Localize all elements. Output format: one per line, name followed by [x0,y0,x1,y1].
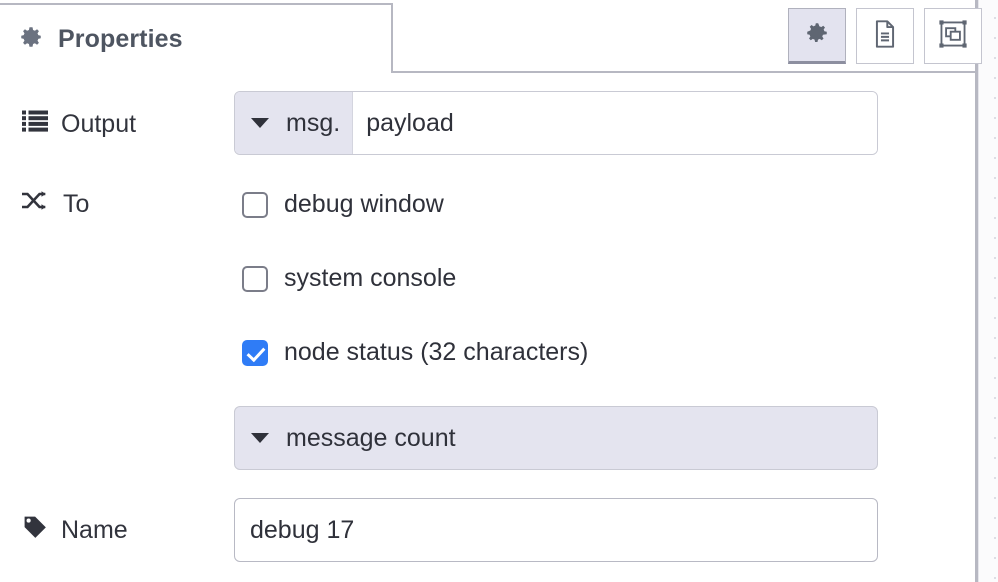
to-label: To [21,189,90,220]
checkbox-debug-window-label: debug window [284,190,444,218]
appearance-button[interactable] [924,8,982,64]
output-type-label: msg. [286,108,341,137]
tab-bar-underline [393,71,975,73]
checkbox-system-console[interactable]: system console [242,264,456,293]
checkbox-system-console-label: system console [284,264,457,292]
status-type-label: message count [286,423,456,452]
chevron-down-icon [251,433,269,443]
tab-properties[interactable]: Properties [0,3,393,73]
tag-icon [22,514,48,547]
output-typed-input: msg. payload [234,91,878,155]
status-type-select[interactable]: message count [234,406,878,470]
tab-bar: Properties [0,0,982,74]
tab-label: Properties [58,24,183,53]
checkbox-node-status-box[interactable] [242,339,268,366]
output-type-select[interactable]: msg. [235,92,354,154]
output-label: Output [22,110,136,139]
gear-icon [18,24,44,55]
gear-icon [804,20,830,51]
output-property-input[interactable]: payload [353,92,877,154]
checkbox-node-status[interactable]: node status (32 characters) [242,338,588,367]
tab-button-group [788,8,982,64]
to-label-text: To [63,190,90,218]
name-field: debug 17 [234,498,878,562]
checkbox-node-status-label: node status (32 characters) [284,338,589,366]
output-field: msg. payload [234,91,878,155]
name-label: Name [22,514,128,547]
panel-right-edge [975,0,978,582]
panel-right-edge-inner [978,0,979,582]
appearance-icon [938,19,968,54]
status-type-field: message count [234,406,878,470]
name-input[interactable]: debug 17 [234,498,878,562]
description-button[interactable] [856,8,914,64]
chevron-down-icon [251,118,269,128]
output-label-text: Output [61,110,137,138]
checkbox-system-console-box[interactable] [242,265,268,292]
shuffle-icon [21,189,50,220]
name-label-text: Name [61,516,128,544]
checkbox-debug-window[interactable]: debug window [242,190,444,219]
list-icon [22,110,48,139]
properties-gear-button[interactable] [788,8,846,64]
flow-canvas-strip [979,0,998,582]
checkbox-debug-window-box[interactable] [242,191,268,218]
document-icon [871,19,899,54]
